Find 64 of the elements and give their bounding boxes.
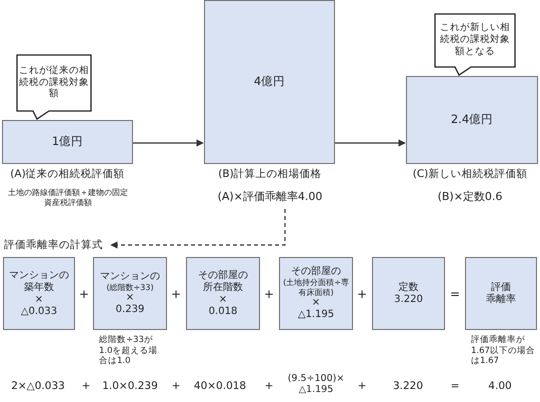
speech-bubble — [16, 54, 92, 120]
box-text: その部屋の — [197, 270, 249, 282]
box-text: 4億円 — [252, 75, 286, 89]
formula-box — [279, 257, 353, 330]
box-text: × — [124, 292, 136, 304]
caption-text: 総階数÷33が1.0を超える場合は1.0 — [99, 335, 159, 367]
operator-sign: + — [170, 287, 182, 302]
caption-text: (A)×評価乖離率4.00 — [216, 190, 324, 204]
operator-sign: = — [450, 287, 460, 302]
formula-box — [93, 257, 167, 330]
box-text: その部屋の — [290, 266, 342, 278]
box-text: 3.220 — [393, 294, 424, 306]
caption-text: (B)計算上の相場価格 — [217, 168, 323, 182]
operator-sign: + — [264, 380, 274, 393]
box-text: マンションの — [99, 270, 161, 283]
box-text: × — [310, 296, 322, 309]
formula-value: 4.00 — [488, 380, 512, 393]
box-text: 0.239 — [114, 304, 146, 316]
speech-bubble — [434, 13, 516, 76]
formula-value: (9.5÷100)×△1.195 — [286, 373, 346, 396]
callout-text: これが従来の相続税の課税対象額 — [18, 64, 90, 102]
callout-text: これが新しい相続税の課税対象額となる — [439, 21, 511, 59]
box-text: 2.4億円 — [450, 113, 494, 127]
box-text: マンションの — [8, 270, 70, 282]
box-text: 0.018 — [208, 306, 238, 318]
formula-box — [3, 257, 75, 330]
formula-box — [465, 257, 537, 330]
formula-value: 3.220 — [392, 380, 424, 393]
formula-value: 1.0×0.239 — [102, 380, 158, 393]
formula-box — [372, 257, 445, 330]
box-text: △1.195 — [296, 308, 336, 321]
caption-text: 土地の路線価評価額＋建物の固定資産税評価額 — [8, 188, 128, 208]
box-text: 築年数 — [23, 282, 55, 294]
arrow — [110, 209, 286, 249]
caption-text: (C)新しい相続税評価額 — [412, 168, 528, 182]
box-text: 所在階数 — [202, 282, 244, 294]
value-box — [204, 0, 335, 164]
box-text: 乖離率 — [485, 294, 517, 306]
caption-text: 評価乖離率が1.67以下の場合は1.67 — [471, 335, 536, 367]
box-text: 定数 — [398, 282, 420, 294]
operator-sign: + — [82, 380, 90, 393]
box-text: 1億円 — [50, 135, 84, 149]
box-text: × — [218, 294, 228, 306]
box-text: 評価 — [490, 282, 512, 294]
operator-sign: = — [450, 380, 460, 393]
formula-heading: 評価乖離率の計算式 — [4, 237, 110, 253]
box-text: (土地持分面積÷専有床面積) — [282, 278, 350, 297]
arrow — [133, 139, 204, 147]
operator-sign: + — [356, 287, 368, 302]
value-box — [2, 120, 133, 164]
formula-value: 40×0.018 — [194, 380, 246, 393]
formula-value: 2×△0.033 — [11, 380, 65, 393]
operator-sign: + — [78, 287, 90, 302]
operator-sign: + — [264, 287, 274, 302]
box-text: (総階数÷33) — [105, 282, 155, 292]
box-text: △0.033 — [20, 306, 58, 318]
operator-sign: + — [358, 380, 366, 393]
formula-box — [186, 257, 260, 330]
value-box — [406, 76, 538, 164]
caption-text: (A)従来の相続税評価額 — [9, 168, 126, 182]
caption-text: (B)×定数0.6 — [436, 190, 504, 204]
arrow — [335, 139, 406, 147]
box-text: × — [34, 294, 44, 306]
operator-sign: + — [172, 380, 180, 393]
